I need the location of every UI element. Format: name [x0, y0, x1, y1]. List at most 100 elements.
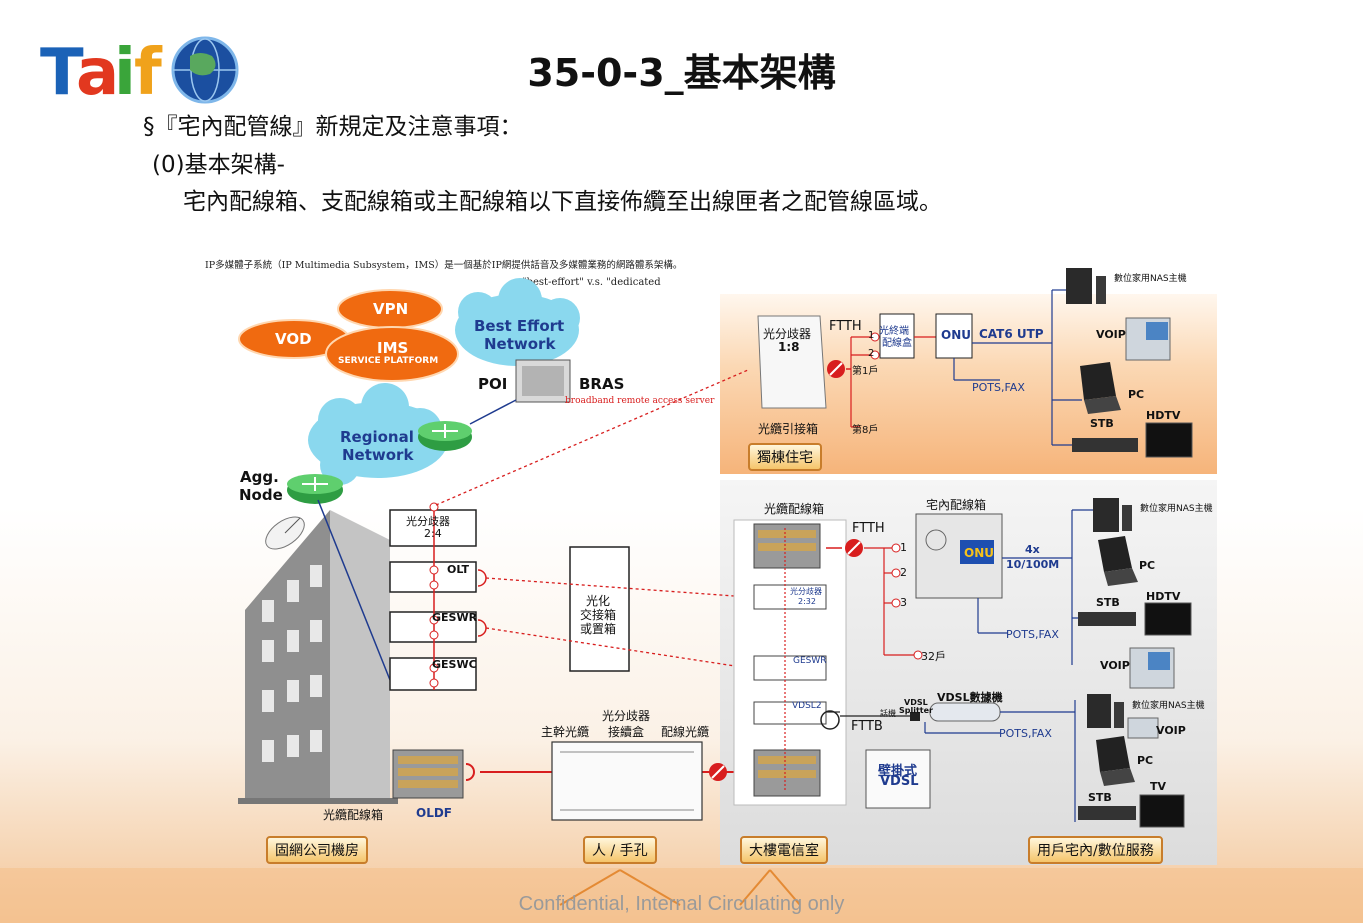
building-hdtv-label: HDTV: [1146, 590, 1181, 603]
vdsl-splitter-label-2: Splitter: [899, 706, 933, 715]
tv-icon: [1139, 794, 1185, 828]
optical-box-label-3: 或置箱: [580, 622, 617, 636]
pc-laptop-icon: [1098, 536, 1138, 586]
gesw-c-label: GESWC: [432, 658, 477, 671]
agg-label: Agg.: [240, 468, 279, 486]
taif-logo: T a i f: [40, 34, 240, 110]
speed-label-2: 10/100M: [1006, 558, 1060, 571]
nas-a-icon: [1066, 268, 1106, 304]
port-circle: [891, 598, 901, 608]
ims-label: IMS: [377, 339, 409, 357]
trunk-fiber-label: 主幹光纜: [541, 725, 590, 739]
house-port-1: 1: [868, 330, 875, 341]
confidential-footer: Confidential, Internal Circulating only: [518, 893, 845, 915]
nas2-icon: [1087, 694, 1124, 728]
wall-vdsl-label-2: VDSL: [880, 774, 919, 789]
vpn-label: VPN: [373, 300, 409, 318]
building-pots-label: POTS,FAX: [1006, 628, 1059, 641]
fttb-label: FTTB: [851, 719, 883, 734]
best-effort-label: Best Effort: [474, 317, 565, 335]
co-port: [429, 663, 439, 673]
gesw-building-box: [753, 655, 827, 681]
gesw-r-label: GESWR: [432, 611, 478, 624]
house-ftth-label: FTTH: [829, 319, 862, 334]
port-circle: [913, 650, 923, 660]
logo-letter-a: a: [76, 36, 119, 104]
co-port: [429, 565, 439, 575]
vdsl-modem-label: VDSL數據機: [937, 691, 1003, 704]
agg-label-2: Node: [239, 486, 283, 504]
house-port-2: 2: [868, 348, 875, 359]
vdsl-pots-label: POTS,FAX: [999, 727, 1052, 740]
terminal-box: [879, 313, 915, 359]
agg-to-gesw-link: [317, 499, 391, 681]
building-fiber-box-label: 光纜配線箱: [764, 502, 825, 516]
building-gesw-label: GESWR: [793, 656, 827, 666]
oldf-label: OLDF: [416, 806, 453, 820]
vdsl-loop: [820, 710, 840, 730]
building-pc2-label: PC: [1137, 754, 1154, 767]
fiber-frame-label: 光纜配線箱: [323, 808, 384, 822]
cut-marker-icon: [709, 763, 727, 781]
building-onu-label: ONU: [964, 546, 994, 560]
building-nas-label: 數位家用NAS主機: [1140, 504, 1213, 514]
port-circle: [870, 332, 880, 342]
nas-icon: [1093, 498, 1132, 532]
eighth-house-label: 第8戶: [852, 425, 879, 436]
splitter-24-box: [389, 509, 477, 547]
globe-icon: [171, 36, 239, 104]
vod-label: VOD: [275, 330, 312, 348]
port-32-label: 32戶: [921, 650, 946, 663]
house-splitter-ratio: 1:8: [778, 340, 800, 354]
house-hdtv-label: HDTV: [1146, 409, 1181, 422]
vdsl-splitter-label-1: VDSL: [904, 698, 928, 707]
port-circle: [870, 350, 880, 360]
stb2-icon: [1078, 806, 1136, 820]
ims-caption: IP多媒體子系統（IP Multimedia Subsystem，IMS）是一個…: [205, 260, 683, 271]
regional-router-icon: [418, 421, 472, 451]
voip-a-phone-icon: [1125, 317, 1171, 361]
ftth-cut-marker-icon: [845, 539, 863, 557]
page-title: 35-0-3_基本架構: [527, 51, 836, 95]
regional-label: Regional: [340, 428, 414, 446]
home-box-label: 宅內配線箱: [926, 498, 987, 512]
bras-label: BRAS: [579, 375, 625, 393]
optical-box-label-1: 光化: [586, 594, 611, 608]
ims-cloud: [325, 326, 459, 382]
poi-label: POI: [478, 375, 508, 393]
pc2-laptop-icon: [1096, 736, 1135, 786]
stb-a-icon: [1072, 438, 1138, 452]
hdtv-a-icon: [1145, 422, 1193, 458]
phone-jack-label: 話機: [880, 709, 896, 718]
co-port: [429, 615, 439, 625]
onu-box-a: [935, 313, 973, 359]
speed-label-1: 4x: [1025, 543, 1040, 556]
optical-cross-connect-box: [569, 546, 630, 672]
port-1-label: 1: [900, 541, 907, 554]
house-stb-label: STB: [1090, 417, 1114, 430]
port-circle: [891, 568, 901, 578]
rule-heading: §『宅內配管線』新規定及注意事項：: [143, 114, 523, 140]
house-voip-label: VOIP: [1096, 328, 1126, 341]
lead-box-label: 光纜引接箱: [758, 422, 819, 436]
bras-description: broadband remote access server: [565, 396, 715, 406]
vdsl2-label: VDSL2: [792, 701, 822, 711]
co-port: [429, 630, 439, 640]
wall-vdsl-icon: [865, 749, 931, 809]
voip-phone-icon: [1129, 647, 1175, 689]
home-distribution-box-icon: [915, 513, 1003, 599]
optical-box-label-2: 交接箱: [580, 608, 617, 622]
co-port: [429, 678, 439, 688]
building-tv-label: TV: [1150, 780, 1167, 793]
logo-letter-f: f: [134, 36, 163, 104]
tag-telecom-room: 大樓電信室: [740, 836, 828, 864]
gesw-to-building-link: [485, 627, 749, 669]
best-effort-label-2: Network: [484, 335, 556, 353]
tag-detached-house: 獨棟住宅: [748, 443, 822, 471]
stb-icon: [1078, 612, 1136, 626]
joint-box-label: 接續盒: [608, 725, 645, 739]
building-stb-label: STB: [1096, 596, 1120, 609]
fiber-rack-top-icon: [753, 523, 821, 569]
vdsl2-box: [753, 701, 827, 725]
